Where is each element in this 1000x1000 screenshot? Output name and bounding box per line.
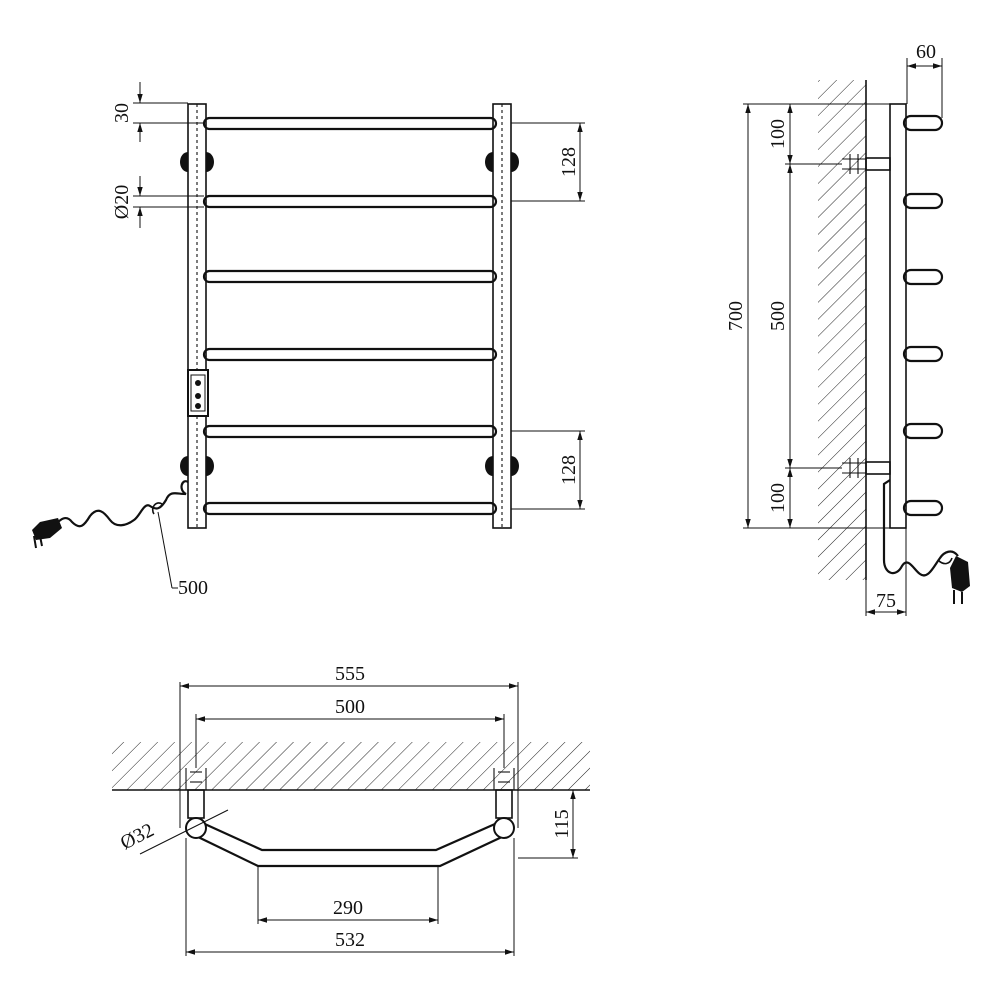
dim-label: 75 bbox=[876, 590, 896, 612]
side-plug-icon bbox=[950, 556, 970, 604]
dim-upper-pitch: 128 bbox=[511, 122, 585, 202]
dim-projection: 115 bbox=[518, 789, 578, 859]
bar-end bbox=[902, 422, 944, 440]
bar-end bbox=[902, 192, 944, 210]
bar-end bbox=[902, 499, 944, 517]
dim-top-to-mount: 100 bbox=[767, 104, 842, 165]
dim-label: 290 bbox=[333, 897, 363, 919]
bar-ends bbox=[902, 114, 944, 517]
bar bbox=[202, 269, 498, 284]
bar-end bbox=[902, 114, 944, 132]
wall-section bbox=[818, 80, 866, 580]
dim-label: 500 bbox=[767, 301, 789, 331]
dim-label: 532 bbox=[335, 929, 365, 951]
bracket bbox=[485, 152, 493, 172]
top-bent-bar bbox=[185, 817, 515, 868]
power-cable bbox=[55, 480, 189, 528]
dim-label: Ø20 bbox=[111, 185, 133, 219]
dim-wall-offset: 75 bbox=[865, 528, 907, 616]
bar bbox=[202, 424, 498, 439]
dim-overall-width: 555 bbox=[179, 663, 519, 828]
bracket bbox=[180, 152, 188, 172]
dim-cable-length: 500 bbox=[157, 511, 208, 599]
dim-label: 100 bbox=[767, 483, 789, 513]
bracket bbox=[485, 456, 493, 476]
dim-mount-width: 500 bbox=[195, 696, 505, 768]
dim-flat-section: 290 bbox=[257, 866, 439, 924]
dim-total-height: 700 bbox=[725, 103, 890, 529]
dim-label: 500 bbox=[178, 577, 208, 599]
bracket bbox=[180, 456, 188, 476]
bracket bbox=[511, 456, 519, 476]
dim-riser-diameter: Ø32 bbox=[117, 809, 229, 855]
side-power-cable bbox=[882, 479, 959, 577]
bar-end bbox=[902, 268, 944, 286]
dim-lower-pitch: 128 bbox=[511, 430, 585, 510]
bar bbox=[202, 347, 498, 362]
riser-section bbox=[493, 817, 515, 839]
dim-label: Ø32 bbox=[117, 819, 158, 854]
mount-anchors bbox=[842, 154, 891, 478]
dim-mount-to-bottom: 100 bbox=[767, 468, 793, 528]
side-view: 60 700 100 500 100 bbox=[725, 41, 970, 616]
dim-label: 115 bbox=[551, 809, 573, 838]
dim-label: 128 bbox=[558, 147, 580, 177]
dim-depth-top: 60 bbox=[906, 41, 943, 118]
dim-mount-spacing: 500 bbox=[767, 164, 842, 469]
horizontal-bars bbox=[202, 116, 498, 516]
front-view: 30 Ø20 128 128 500 bbox=[32, 82, 585, 599]
bar bbox=[202, 501, 498, 516]
dim-top-offset: 30 bbox=[111, 82, 204, 142]
bar bbox=[202, 194, 498, 209]
wall-brackets bbox=[180, 152, 519, 476]
bracket bbox=[511, 152, 519, 172]
bar-end bbox=[902, 345, 944, 363]
dim-bar-diameter: Ø20 bbox=[111, 176, 204, 228]
dim-label: 30 bbox=[111, 103, 133, 123]
side-rail bbox=[889, 103, 907, 529]
power-switch bbox=[187, 369, 209, 417]
top-view: 555 500 Ø32 115 290 bbox=[112, 663, 590, 956]
bar bbox=[202, 116, 498, 131]
dim-base-width: 532 bbox=[185, 838, 515, 956]
top-mount-posts bbox=[185, 768, 515, 819]
dim-label: 100 bbox=[767, 119, 789, 149]
dim-label: 60 bbox=[916, 41, 936, 63]
dim-label: 128 bbox=[558, 455, 580, 485]
bracket bbox=[206, 152, 214, 172]
dim-label: 555 bbox=[335, 663, 365, 685]
bracket bbox=[206, 456, 214, 476]
riser-section bbox=[185, 817, 207, 839]
plug-icon bbox=[32, 518, 62, 549]
dim-label: 500 bbox=[335, 696, 365, 718]
dim-label: 700 bbox=[725, 301, 747, 331]
